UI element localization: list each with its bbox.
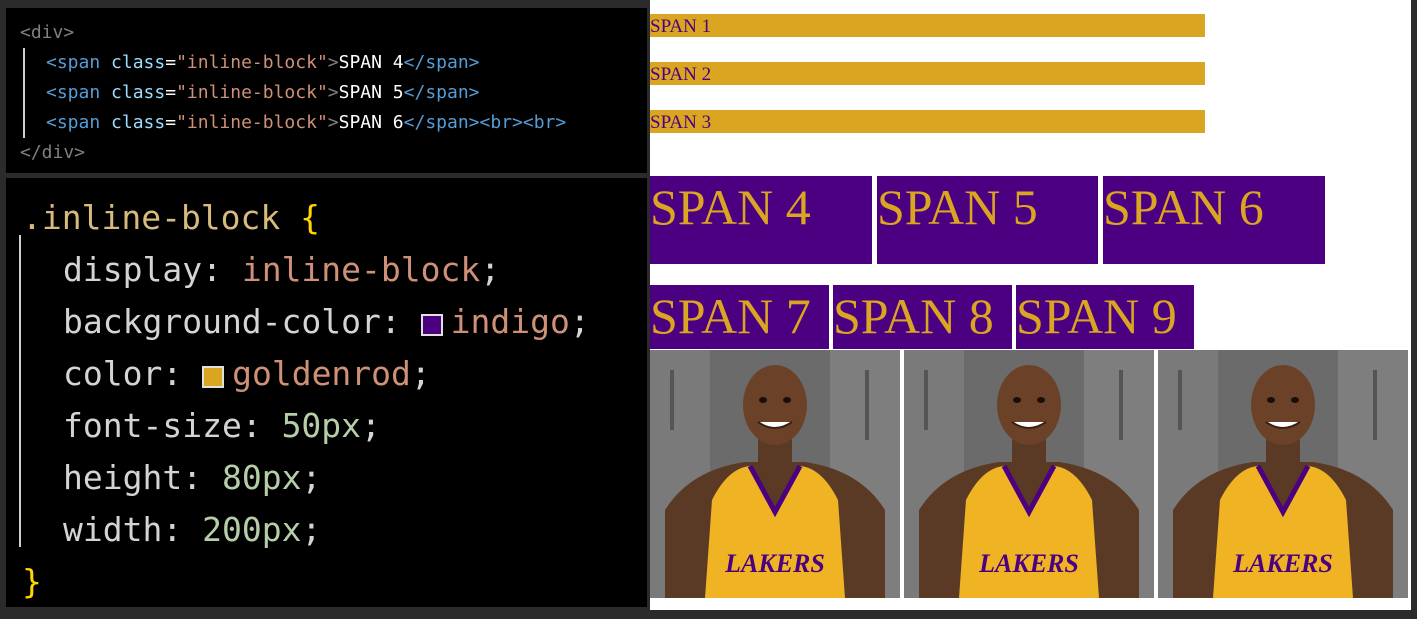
span-close-tag: </span> xyxy=(403,112,480,133)
class-value: "inline-block" xyxy=(176,112,328,133)
html-code-panel: <div> <span class="inline-block">SPAN 4<… xyxy=(6,8,647,173)
code-line-div-open: <div> xyxy=(6,18,647,48)
css-value: 50px xyxy=(281,406,362,445)
css-declaration-background-color: background-color: indigo; xyxy=(63,302,590,341)
render-preview: SPAN 1 SPAN 2 SPAN 3 SPAN 4 SPAN 5 SPAN … xyxy=(650,0,1411,610)
span-text: SPAN 4 xyxy=(338,52,404,73)
css-property: height xyxy=(63,458,183,497)
player-photo-2: LAKERS xyxy=(904,350,1154,598)
player-photo-1: LAKERS xyxy=(650,350,900,598)
css-value: 200px xyxy=(202,510,302,549)
inline-block-span-6: SPAN 6 xyxy=(1103,176,1325,264)
class-attr: class xyxy=(111,52,166,73)
css-property: color xyxy=(63,354,163,393)
css-declaration-width: width: 200px; xyxy=(63,510,322,549)
span-open-tag: <span xyxy=(46,112,101,133)
inline-span-8: SPAN 8 xyxy=(833,285,1012,349)
block-span-2: SPAN 2 xyxy=(650,62,1205,85)
css-declaration-display: display: inline-block; xyxy=(63,250,501,289)
class-value: "inline-block" xyxy=(176,52,328,73)
open-brace: { xyxy=(300,198,321,237)
close-brace: } xyxy=(22,562,42,601)
css-declaration-font-size: font-size: 50px; xyxy=(63,406,381,445)
inline-span-7: SPAN 7 xyxy=(650,285,829,349)
jersey-text: LAKERS xyxy=(978,549,1079,578)
span-text: SPAN 6 xyxy=(338,112,404,133)
indent-guide xyxy=(23,48,25,138)
css-property: background-color xyxy=(63,302,381,341)
goldenrod-color-swatch[interactable] xyxy=(202,366,225,388)
span-open-tag: <span xyxy=(46,52,101,73)
inline-block-span-5: SPAN 5 xyxy=(877,176,1098,264)
span-close-tag: </span> xyxy=(403,82,480,103)
css-code-panel: .inline-block { display: inline-block; b… xyxy=(6,178,647,607)
class-attr: class xyxy=(111,82,166,103)
css-value: 80px xyxy=(221,458,302,497)
inline-block-span-4: SPAN 4 xyxy=(650,176,872,264)
inline-span-9: SPAN 9 xyxy=(1016,285,1194,349)
class-attr: class xyxy=(111,112,166,133)
jersey-text: LAKERS xyxy=(724,549,825,578)
div-open-tag: <div> xyxy=(20,22,75,43)
indent-guide xyxy=(19,235,21,547)
span-open-tag: <span xyxy=(46,82,101,103)
span-text: SPAN 5 xyxy=(338,82,404,103)
css-value: goldenrod xyxy=(232,354,411,393)
div-close-tag: </div> xyxy=(20,142,86,163)
indigo-color-swatch[interactable] xyxy=(420,314,443,336)
block-span-3: SPAN 3 xyxy=(650,110,1205,133)
css-declaration-color: color: goldenrod; xyxy=(63,354,431,393)
css-value: indigo xyxy=(450,302,570,341)
css-property: display xyxy=(63,250,203,289)
code-line-span-4: <span class="inline-block">SPAN 4</span> xyxy=(46,52,480,73)
jersey-text: LAKERS xyxy=(1232,549,1333,578)
css-rule-footer: } xyxy=(6,556,647,607)
br-tags: <br><br> xyxy=(479,112,567,133)
player-photo-3: LAKERS xyxy=(1158,350,1408,598)
css-value: inline-block xyxy=(241,250,481,289)
code-line-span-5: <span class="inline-block">SPAN 5</span> xyxy=(46,82,480,103)
code-line-div-close: </div> xyxy=(6,138,647,168)
span-close-tag: </span> xyxy=(403,52,480,73)
code-line-span-6: <span class="inline-block">SPAN 6</span>… xyxy=(46,112,567,133)
css-property: width xyxy=(63,510,163,549)
class-value: "inline-block" xyxy=(176,82,328,103)
css-selector: .inline-block xyxy=(22,198,281,237)
css-property: font-size xyxy=(63,406,242,445)
block-span-1: SPAN 1 xyxy=(650,14,1205,37)
css-declaration-height: height: 80px; xyxy=(63,458,322,497)
css-rule-header: .inline-block { xyxy=(6,192,647,244)
